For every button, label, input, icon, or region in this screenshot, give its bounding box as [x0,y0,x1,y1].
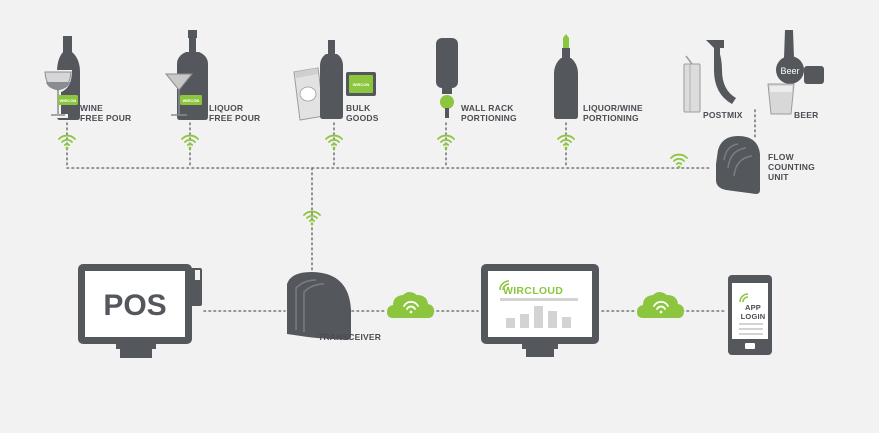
label-line: POSTMIX [703,110,743,120]
wifi-icon [670,153,688,170]
beer-tap-text: Beer [780,66,799,76]
label-bulk-goods: BULK GOODS [346,103,379,123]
label-line: WALL RACK [461,103,514,113]
label-line: LIQUOR/WINE [583,103,643,113]
app-phone-icon [728,275,772,355]
wircloud-logo-text: WIRCLOUD [503,285,563,297]
connection-lines [66,109,756,312]
postmix-tap-icon [683,40,736,113]
label-line: FREE POUR [80,113,132,123]
label-line: BULK [346,103,371,113]
label-line: FLOW [768,152,794,162]
cloud-icon [387,292,434,318]
label-beer: BEER [794,110,818,120]
liquor-bottle-martini-glass-icon: WIRCON [164,30,208,120]
label-line: TRANSCEIVER [318,332,382,342]
label-line: UNIT [768,172,789,182]
label-postmix: POSTMIX [703,110,743,120]
pos-screen-text: POS [103,289,166,322]
label-wall-rack-portioning: WALL RACK PORTIONING [461,103,517,123]
transceiver-icon [287,272,351,340]
label-liquor-free-pour: LIQUOR FREE POUR [209,103,260,123]
label-app-login: APP LOGIN [740,303,766,321]
beer-tap-icon: Beer [767,30,824,115]
portioning-bottle-icon [554,34,578,119]
label-line: COUNTING [768,162,815,172]
label-transceiver: TRANSCEIVER [318,332,381,342]
brand-tag-text: WIRCON [60,98,77,103]
cloud-icon [637,292,684,318]
wine-bottle-glass-icon: WIRCON [44,36,80,120]
brand-tag-text: WIRCON [353,82,370,87]
label-liquor-wine-portioning: LIQUOR/WINE PORTIONING [583,103,643,123]
flow-counting-unit-icon [716,136,760,194]
label-line: PORTIONING [583,113,639,123]
wircloud-monitor-icon: WIRCLOUD [481,264,599,357]
label-line: FREE POUR [209,113,261,123]
brand-tag-text: WIRCON [183,98,200,103]
bulk-goods-icon: WIRCON [293,40,376,121]
label-flow-counting-unit: FLOW COUNTING UNIT [768,152,815,182]
label-line: PORTIONING [461,113,517,123]
label-wine-free-pour: WINE FREE POUR [80,103,131,123]
label-line: BEER [794,110,819,120]
label-line: APP [744,303,762,312]
label-line: LOGIN [740,312,766,321]
label-line: GOODS [346,113,379,123]
label-line: LIQUOR [209,103,244,113]
pos-terminal-icon: POS [78,264,202,358]
wall-rack-bottle-icon [436,38,458,118]
label-line: WINE [80,103,103,113]
